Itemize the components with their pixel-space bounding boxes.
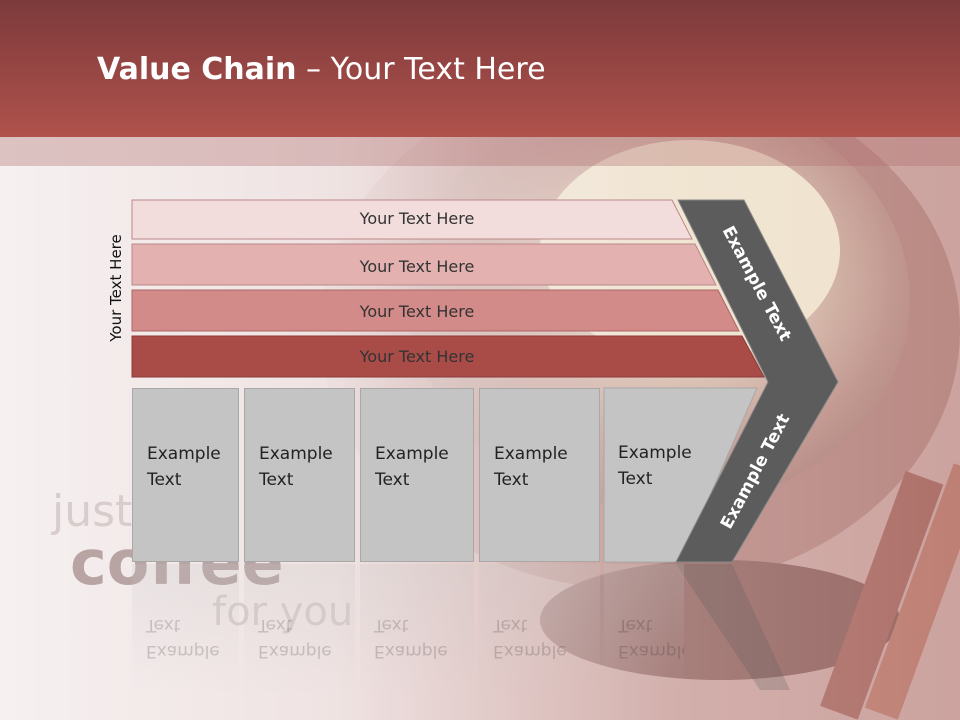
watermark-line1: just (52, 486, 133, 537)
watermark-line3: for you (212, 589, 354, 635)
slide-title: Value Chain – Your Text Here (97, 52, 546, 87)
cell-1: Example Text (132, 388, 239, 562)
row-band-1 (131, 199, 693, 240)
cell-reflection-4: Example Text (479, 564, 600, 694)
cell-3: Example Text (360, 388, 474, 562)
title-bold: Value Chain (97, 52, 297, 87)
cell-reflection-5: Example Text (604, 564, 684, 694)
header-band (0, 137, 960, 166)
cell-reflection-text-4: Example Text (493, 615, 567, 661)
row-text-3: Your Text Here (359, 302, 475, 321)
cell-text-3: Example Text (375, 444, 449, 490)
chevron-arrow (675, 199, 839, 563)
cell-text-1: Example Text (147, 444, 221, 490)
cell-reflection-text-5: Example Text (618, 615, 684, 661)
cell-text-2: Example Text (259, 444, 333, 490)
cell-reflection-2: Example Text (244, 564, 355, 694)
row-text-1: Your Text Here (359, 209, 475, 228)
cell-4: Example Text (479, 388, 600, 562)
cell-reflection-3: Example Text (360, 564, 474, 694)
cell-reflection-text-1: Example Text (146, 615, 220, 661)
cell-2: Example Text (244, 388, 355, 562)
title-rest: – Your Text Here (296, 52, 546, 87)
cell-text-4: Example Text (494, 444, 568, 490)
row-text-4: Your Text Here (359, 347, 475, 366)
header-bar (0, 0, 960, 137)
cell-text-5: Example Text (618, 443, 692, 489)
row-text-2: Your Text Here (359, 257, 475, 276)
row-band-2 (131, 243, 717, 286)
cell-reflection-1: Example Text (132, 564, 239, 694)
row-band-4 (131, 335, 765, 378)
row-band-3 (131, 289, 740, 332)
chevron-reflection (676, 564, 790, 690)
cell-reflection-text-2: Example Text (258, 615, 332, 661)
cell-reflection-text-3: Example Text (374, 615, 448, 661)
